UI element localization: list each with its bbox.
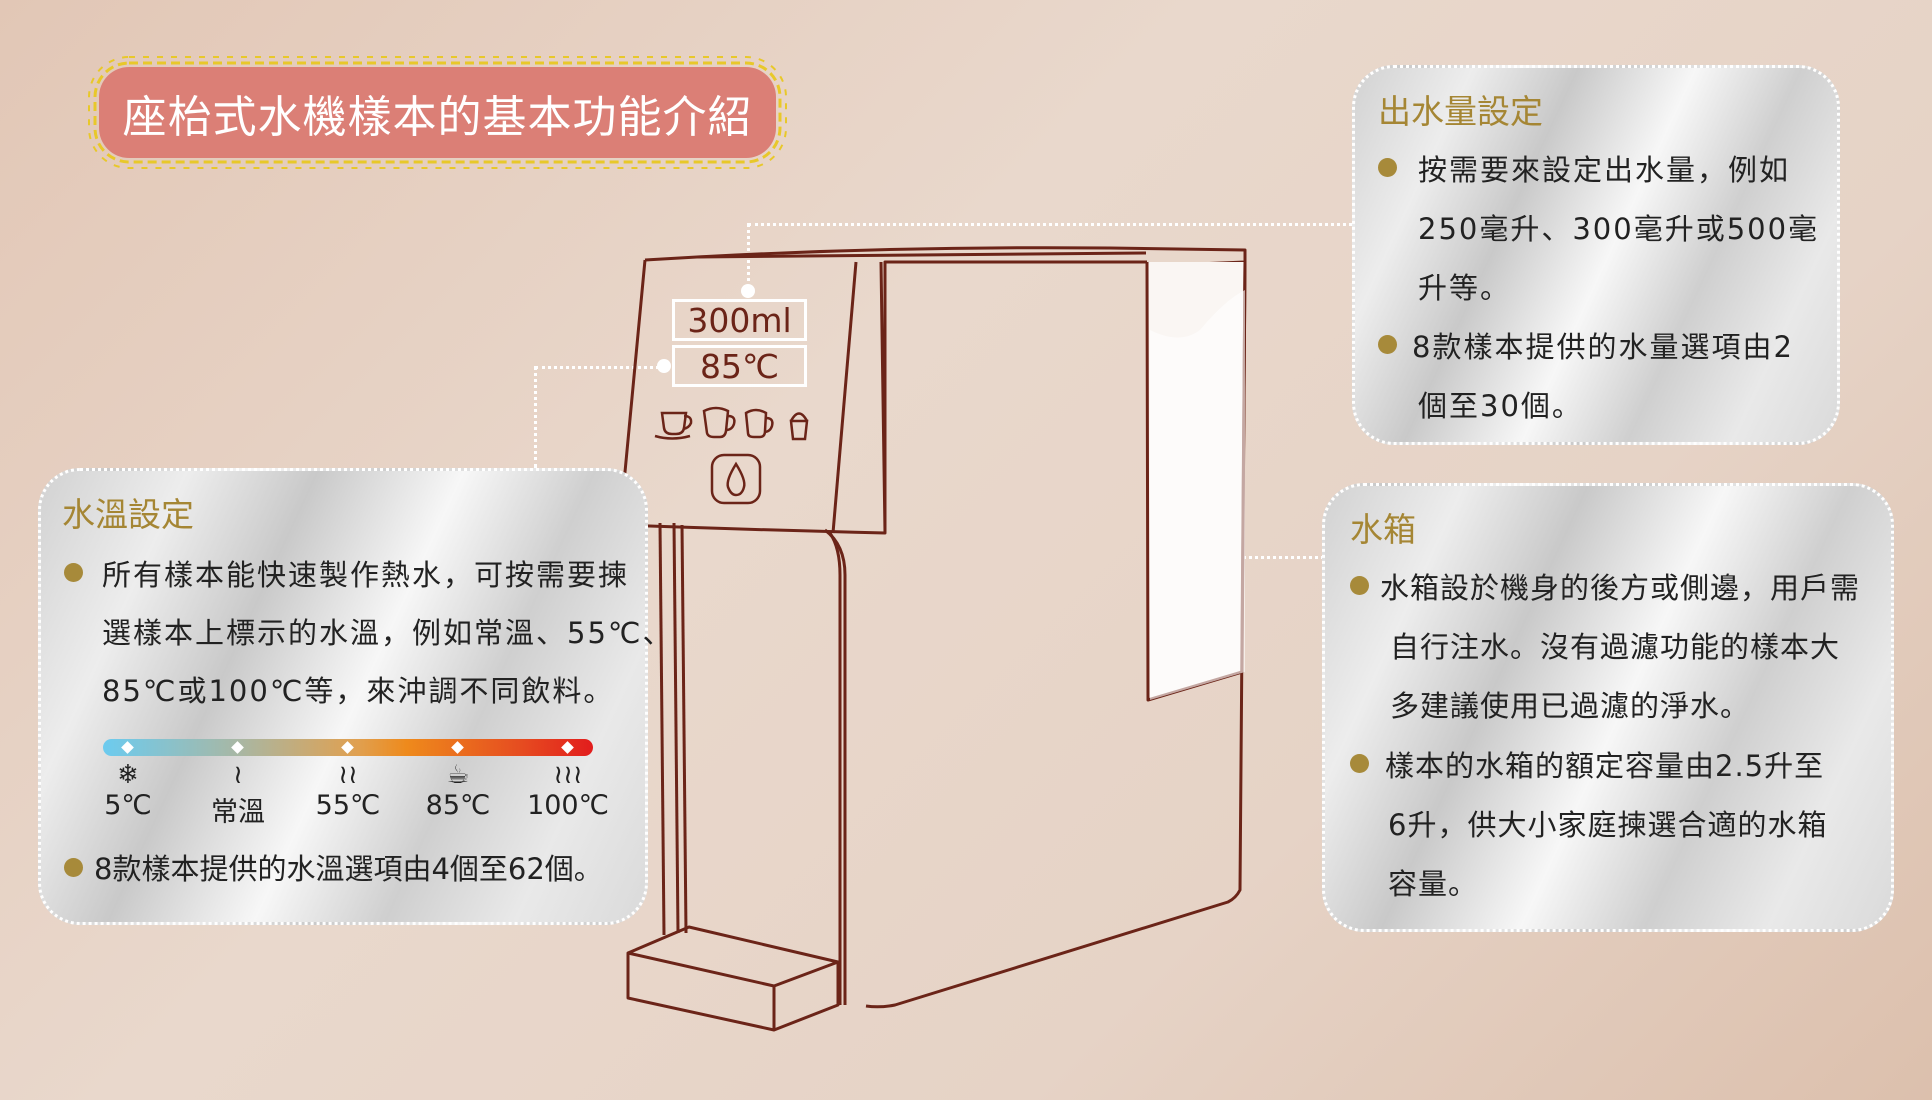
bullet-icon xyxy=(1378,335,1397,354)
tank-text-line: 樣本的水箱的額定容量由2.5升至 xyxy=(1385,749,1825,783)
connector-tank xyxy=(1200,556,1324,559)
bullet-icon xyxy=(64,563,83,582)
tank-text-line: 多建議使用已過濾的淨水。 xyxy=(1390,689,1751,723)
volume-card xyxy=(1352,65,1840,445)
anchor-dot-volume xyxy=(741,284,755,298)
mug-icon xyxy=(700,405,736,441)
volume-text-line: 升等。 xyxy=(1418,271,1512,305)
anchor-dot-temp xyxy=(657,359,671,373)
snowflake-icon: ❄ xyxy=(117,760,139,790)
tank-text-line: 容量。 xyxy=(1388,867,1479,901)
zigzag-border-icon xyxy=(88,56,787,169)
volume-heading: 出水量設定 xyxy=(1378,92,1543,131)
steam-one-icon: ≀ xyxy=(233,760,243,790)
scale-label-85c: 85℃ xyxy=(425,790,491,821)
connector-temp-vertical xyxy=(534,366,537,468)
water-temp-options-text: 8款樣本提供的水溫選項由4個至62個。 xyxy=(94,852,603,886)
tank-heading: 水箱 xyxy=(1350,510,1416,549)
water-temp-text-line: 選樣本上標示的水溫，例如常溫、55℃、 xyxy=(102,616,674,650)
water-temp-heading: 水溫設定 xyxy=(62,495,194,534)
tank-text-line: 6升，供大小家庭揀選合適的水箱 xyxy=(1388,808,1828,842)
bullet-icon xyxy=(64,858,83,877)
connector-temp xyxy=(535,366,665,369)
water-drop-icon xyxy=(712,455,760,503)
bullet-icon xyxy=(1350,754,1369,773)
scale-label-55c: 55℃ xyxy=(315,790,381,821)
volume-text-line: 按需要來設定出水量，例如 xyxy=(1418,153,1791,187)
cup-icon: ☕ xyxy=(446,760,470,790)
cup-saucer-icon xyxy=(655,405,691,441)
volume-text-line: 250毫升、300毫升或500毫 xyxy=(1418,212,1820,246)
connector-volume xyxy=(748,223,1352,226)
tank-card xyxy=(1322,483,1894,932)
steam-three-icon: ≀≀≀ xyxy=(553,760,583,790)
scale-label-5c: 5℃ xyxy=(104,790,152,821)
volume-text-line: 8款樣本提供的水量選項由2 xyxy=(1412,330,1794,364)
bullet-icon xyxy=(1378,158,1397,177)
title-banner: 座枱式水機樣本的基本功能介紹 xyxy=(85,55,790,170)
bottle-icon xyxy=(788,405,812,441)
steam-two-icon: ≀≀ xyxy=(338,760,358,790)
water-temp-text-line: 所有樣本能快速製作熱水，可按需要揀 xyxy=(102,558,630,592)
tank-text-line: 自行注水。沒有過濾功能的樣本大 xyxy=(1390,630,1841,664)
tank-text-line: 水箱設於機身的後方或側邊，用戶需 xyxy=(1380,571,1861,605)
tall-mug-icon xyxy=(744,405,780,441)
display-volume: 300ml xyxy=(672,299,807,341)
display-temperature: 85℃ xyxy=(672,345,807,387)
page-title: 座枱式水機樣本的基本功能介紹 xyxy=(122,91,753,143)
volume-text-line: 個至30個。 xyxy=(1418,389,1583,423)
water-temp-card xyxy=(38,468,648,925)
bullet-icon xyxy=(1350,576,1369,595)
scale-label-room: 常溫 xyxy=(211,797,265,828)
water-temp-text-line: 85℃或100℃等，來沖調不同飲料。 xyxy=(102,674,615,708)
scale-label-100c: 100℃ xyxy=(527,790,609,821)
